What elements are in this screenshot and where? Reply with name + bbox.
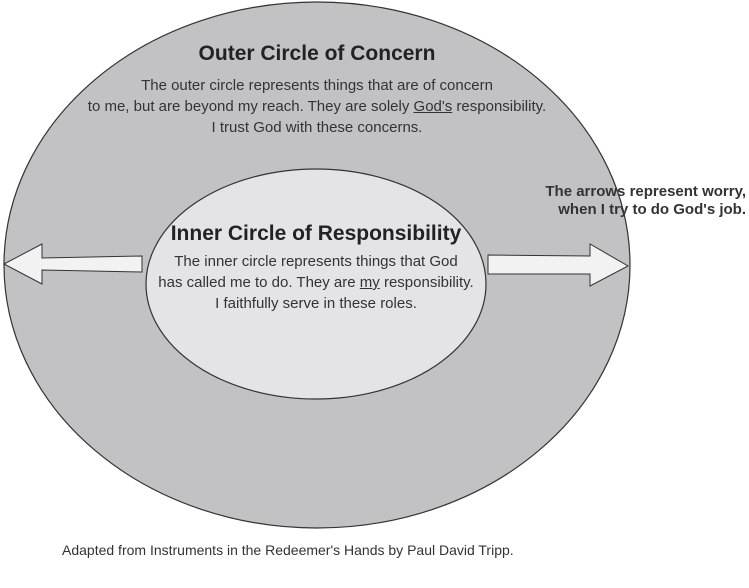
inner-line2-pre: has called me to do. They are xyxy=(158,274,360,291)
inner-circle-description: The inner circle represents things that … xyxy=(146,251,486,314)
outer-emphasis-word: God's xyxy=(413,98,453,115)
outer-description-line: to me, but are beyond my reach. They are… xyxy=(0,96,634,117)
inner-line2-post: responsibility. xyxy=(379,274,474,291)
right-arrow xyxy=(487,243,630,287)
arrow-note: The arrows represent worry, when I try t… xyxy=(545,183,746,219)
outer-circle-title: Outer Circle of Concern xyxy=(198,42,436,65)
inner-description-line: I faithfully serve in these roles. xyxy=(215,295,417,312)
arrow-note-line: when I try to do God's job. xyxy=(558,201,746,218)
outer-circle-description: The outer circle represents things that … xyxy=(0,75,634,138)
outer-line2-post: responsibility. xyxy=(452,98,547,115)
outer-description-line: The outer circle represents things that … xyxy=(141,77,493,94)
left-arrow xyxy=(2,243,143,285)
inner-circle-title: Inner Circle of Responsibility xyxy=(170,222,462,245)
arrow-note-line: The arrows represent worry, xyxy=(545,183,746,200)
outer-description-line: I trust God with these concerns. xyxy=(211,119,423,136)
inner-emphasis-word: my xyxy=(359,274,380,291)
inner-description-line: has called me to do. They are my respons… xyxy=(146,272,486,293)
attribution: Adapted from Instruments in the Redeemer… xyxy=(62,542,514,558)
outer-line2-pre: to me, but are beyond my reach. They are… xyxy=(87,98,414,115)
inner-description-line: The inner circle represents things that … xyxy=(174,253,458,270)
inner-circle xyxy=(145,168,487,400)
